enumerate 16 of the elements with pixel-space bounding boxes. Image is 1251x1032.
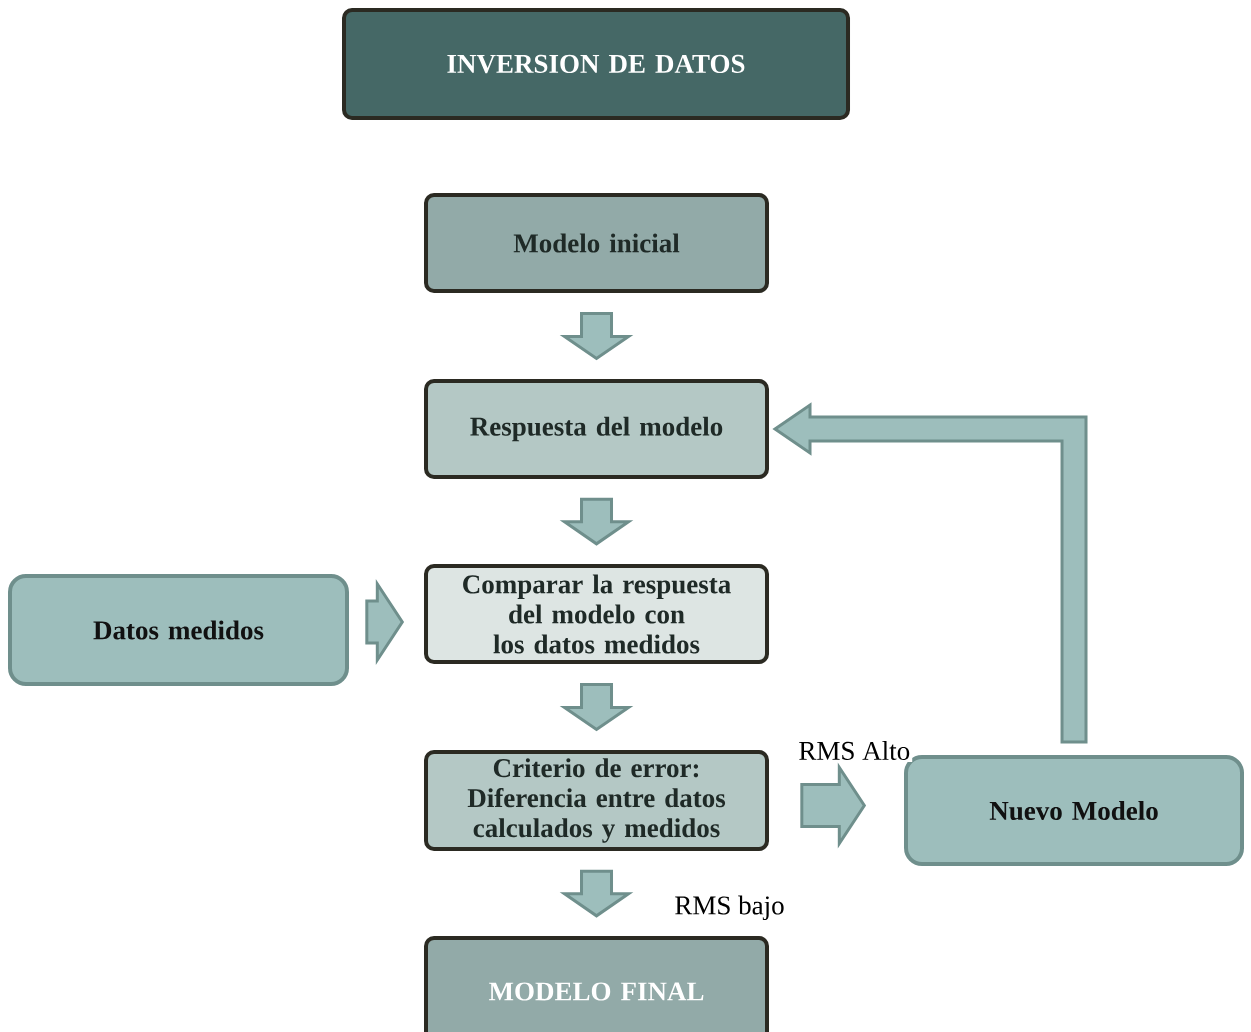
process-box: Criterio de error: Diferencia entre datos calculados y medidos: [424, 750, 769, 851]
block-arrow: [365, 579, 405, 665]
block-arrow: [559, 683, 634, 732]
block-arrow: [559, 312, 634, 361]
block-arrow: [559, 497, 634, 546]
edge-label: RMS bajo: [672, 893, 787, 923]
edge-label: RMS Alto: [796, 739, 913, 762]
title-box: INVERSION DE DATOS: [342, 8, 850, 120]
result-box: MODELO FINAL: [424, 936, 769, 1032]
process-box: Comparar la respuesta del modelo con los datos medidos: [424, 564, 769, 664]
input-box: Datos medidos: [8, 574, 349, 686]
block-arrow: [772, 402, 1088, 744]
block-arrow: [800, 762, 867, 849]
process-box: Respuesta del modelo: [424, 379, 769, 479]
process-box: Modelo inicial: [424, 193, 769, 293]
block-arrow: [559, 869, 634, 918]
